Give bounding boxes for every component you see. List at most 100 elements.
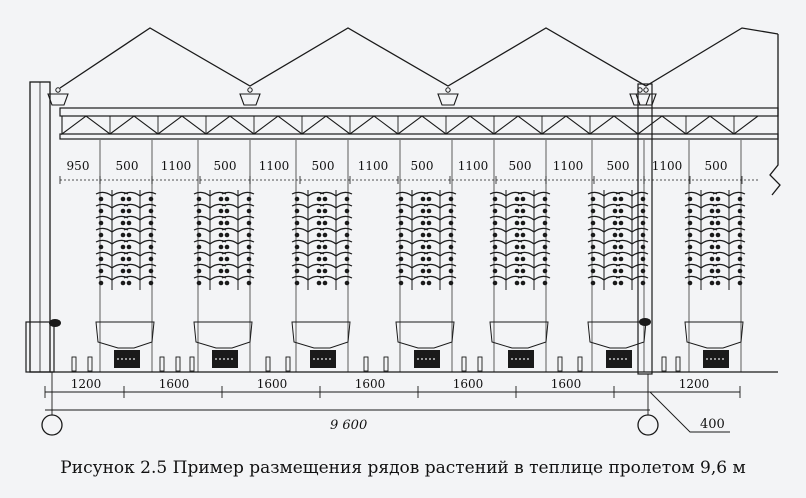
plant-leaf <box>684 263 702 269</box>
tomato-fruit <box>520 244 526 250</box>
tomato-fruit <box>737 232 743 238</box>
plant-leaf <box>517 239 535 245</box>
tomato-fruit <box>98 220 104 226</box>
tomato-fruit <box>344 232 350 238</box>
tomato-fruit <box>344 208 350 214</box>
plant-leaf <box>439 239 457 245</box>
tomato-fruit <box>618 196 624 202</box>
tomato-fruit <box>398 256 404 262</box>
bottom-dimension-label: 1600 <box>355 377 386 391</box>
tomato-fruit <box>126 268 132 274</box>
plant-leaf <box>489 239 507 245</box>
plant-leaf <box>728 263 746 269</box>
container-texture <box>613 358 615 360</box>
plant-leaf <box>221 227 239 233</box>
plant-leaf <box>631 191 649 197</box>
tomato-fruit <box>224 268 230 274</box>
tomato-fruit <box>709 256 715 262</box>
tomato-fruit <box>426 268 432 274</box>
tomato-fruit <box>196 256 202 262</box>
growing-container <box>606 350 632 368</box>
bottom-dimension-label: 1200 <box>679 377 710 391</box>
tomato-fruit <box>120 256 126 262</box>
tomato-fruit <box>514 268 520 274</box>
bottom-dimension-label: 1600 <box>453 377 484 391</box>
tomato-fruit <box>218 208 224 214</box>
tomato-fruit <box>246 244 252 250</box>
left-heating-pipe <box>49 319 61 327</box>
plant-leaf <box>684 275 702 281</box>
plant-leaf <box>587 275 605 281</box>
tomato-fruit <box>218 220 224 226</box>
tomato-fruit <box>542 280 548 286</box>
plant-leaf <box>291 203 309 209</box>
tomato-fruit <box>126 220 132 226</box>
tomato-fruit <box>687 208 693 214</box>
figure-caption: Рисунок 2.5 Пример размещения рядов раст… <box>60 458 746 478</box>
growing-container <box>508 350 534 368</box>
tomato-fruit <box>640 196 646 202</box>
tomato-fruit <box>344 256 350 262</box>
plant-leaf <box>335 239 353 245</box>
tomato-fruit <box>612 244 618 250</box>
tomato-fruit <box>492 196 498 202</box>
plant-leaf <box>631 251 649 257</box>
tomato-fruit <box>322 208 328 214</box>
plant-leaf <box>423 239 441 245</box>
tomato-fruit <box>322 244 328 250</box>
growing-container <box>703 350 729 368</box>
plant-leaf <box>237 191 255 197</box>
plant-leaf <box>139 251 157 257</box>
tomato-fruit <box>294 208 300 214</box>
top-dimension-label: 1100 <box>652 159 683 173</box>
tomato-fruit <box>520 196 526 202</box>
tomato-fruit <box>218 256 224 262</box>
tomato-fruit <box>322 256 328 262</box>
plant-leaf <box>221 275 239 281</box>
plant-leaf <box>123 191 141 197</box>
container-texture <box>227 358 229 360</box>
plant-leaf <box>193 227 211 233</box>
container-texture <box>231 358 233 360</box>
plant-leaf <box>335 227 353 233</box>
plant-leaf <box>489 203 507 209</box>
tomato-fruit <box>344 244 350 250</box>
plant-leaf <box>335 263 353 269</box>
plant-leaf <box>533 251 551 257</box>
container-texture <box>706 358 708 360</box>
plant-leaf <box>319 263 337 269</box>
plant-leaf <box>517 215 535 221</box>
tomato-fruit <box>224 196 230 202</box>
support-post <box>265 356 271 372</box>
container-texture <box>714 358 716 360</box>
tomato-fruit <box>542 208 548 214</box>
truss-bottom-chord <box>59 133 779 140</box>
support-post <box>577 356 583 372</box>
tomato-fruit <box>715 268 721 274</box>
tomato-fruit <box>126 256 132 262</box>
tomato-fruit <box>120 280 126 286</box>
roof-break-line <box>769 34 781 196</box>
tomato-fruit <box>316 256 322 262</box>
top-dimension-label: 500 <box>214 159 237 173</box>
plant-leaf <box>615 215 633 221</box>
plant-leaf <box>221 203 239 209</box>
dimension-lines <box>41 176 760 436</box>
gutter <box>629 93 651 106</box>
plant-leaf <box>423 191 441 197</box>
plant-leaf <box>728 251 746 257</box>
tomato-fruit <box>737 208 743 214</box>
tomato-fruit <box>618 232 624 238</box>
bottom-dimension-label: 1600 <box>257 377 288 391</box>
container-texture <box>125 358 127 360</box>
plant-leaf <box>139 275 157 281</box>
tomato-fruit <box>246 256 252 262</box>
support-post <box>383 356 389 372</box>
container-texture <box>329 358 331 360</box>
plant-leaf <box>139 191 157 197</box>
tomato-fruit <box>398 208 404 214</box>
gutter-bolt <box>247 87 253 93</box>
tomato-fruit <box>492 208 498 214</box>
